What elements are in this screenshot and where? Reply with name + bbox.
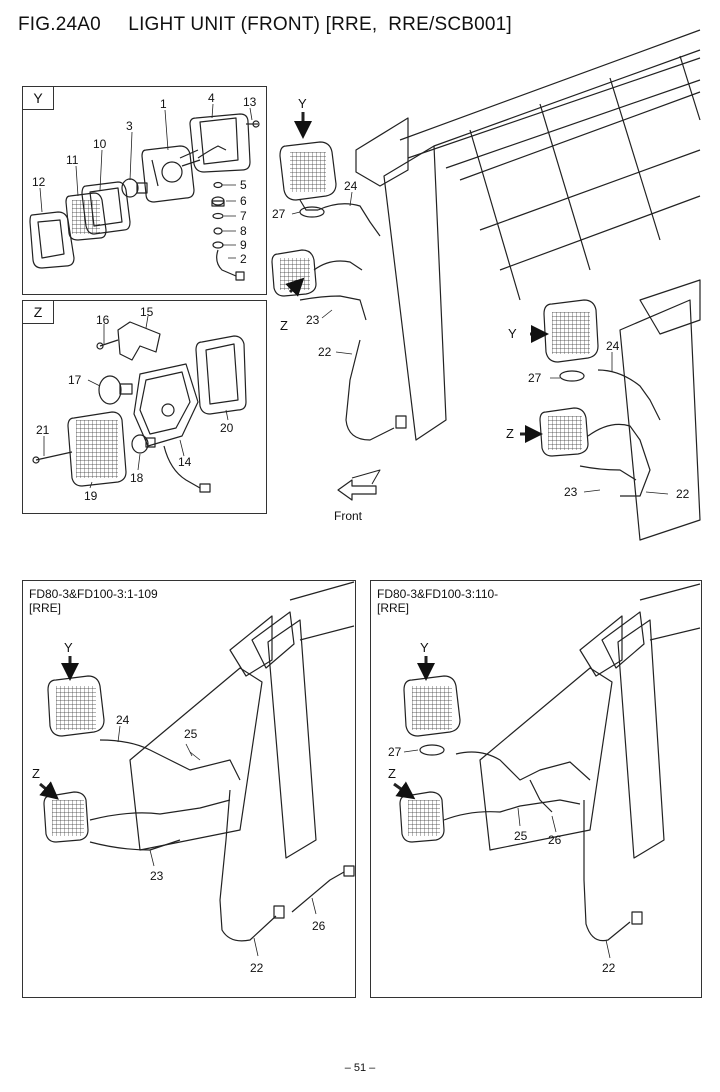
main-labels: Y 24 27 Z 23 22 Front bbox=[272, 96, 363, 523]
variant-label-right: FD80-3&FD100-3:110-[RRE] bbox=[377, 587, 498, 615]
label-10: 10 bbox=[93, 137, 107, 151]
label-pl-y: Y bbox=[64, 640, 73, 655]
label-1: 1 bbox=[160, 97, 167, 111]
label-14: 14 bbox=[178, 455, 192, 469]
label-20: 20 bbox=[220, 421, 234, 435]
label-12: 12 bbox=[32, 175, 46, 189]
label-main-27: 27 bbox=[272, 207, 286, 221]
panel-right-labels: Y 27 Z 25 26 22 bbox=[388, 640, 616, 975]
label-17: 17 bbox=[68, 373, 82, 387]
label-5: 5 bbox=[240, 178, 247, 192]
label-pl-23: 23 bbox=[150, 869, 164, 883]
right-panel-assembly bbox=[393, 583, 701, 959]
label-side-y: Y bbox=[508, 326, 517, 341]
exploded-lamp-y bbox=[29, 103, 260, 281]
label-pl-z: Z bbox=[32, 766, 40, 781]
label-7: 7 bbox=[240, 209, 247, 223]
page-number: – 51 – bbox=[344, 1062, 376, 1074]
label-pl-24: 24 bbox=[116, 713, 130, 727]
label-side-24: 24 bbox=[606, 339, 620, 353]
label-15: 15 bbox=[140, 305, 154, 319]
figure-title: FIG.24A0 LIGHT UNIT (FRONT) [RRE, RRE/SC… bbox=[18, 14, 512, 35]
box-z-labels: 15 16 17 21 19 18 14 20 bbox=[36, 305, 234, 503]
front-label: Front bbox=[334, 509, 363, 523]
main-assembly bbox=[271, 29, 701, 541]
label-8: 8 bbox=[240, 224, 247, 238]
label-main-23: 23 bbox=[306, 313, 320, 327]
label-pl-26: 26 bbox=[312, 919, 326, 933]
label-main-z: Z bbox=[280, 318, 288, 333]
label-16: 16 bbox=[96, 313, 110, 327]
label-main-y: Y bbox=[298, 96, 307, 111]
variant-sub-right: [RRE] bbox=[377, 601, 410, 615]
label-9: 9 bbox=[240, 238, 247, 252]
label-4: 4 bbox=[208, 91, 215, 105]
label-6: 6 bbox=[240, 194, 247, 208]
variant-panel-left: FD80-3&FD100-3:1-109[RRE] bbox=[22, 580, 356, 998]
label-pr-22: 22 bbox=[602, 961, 616, 975]
variant-code-right: FD80-3&FD100-3:110- bbox=[377, 587, 499, 601]
detail-box-z-tag: Z bbox=[23, 301, 54, 324]
box-y-labels: 1 4 13 3 10 11 12 5 6 7 8 9 2 bbox=[32, 91, 257, 266]
label-pr-26: 26 bbox=[548, 833, 562, 847]
label-13: 13 bbox=[243, 95, 257, 109]
panel-left-labels: Y 24 25 Z 23 26 22 bbox=[32, 640, 326, 975]
variant-panel-right: FD80-3&FD100-3:110-[RRE] bbox=[370, 580, 702, 998]
label-pr-25: 25 bbox=[514, 829, 528, 843]
left-panel-assembly bbox=[39, 581, 355, 957]
variant-code-left: FD80-3&FD100-3:1-109 bbox=[29, 587, 158, 601]
label-side-22: 22 bbox=[676, 487, 690, 501]
label-18: 18 bbox=[130, 471, 144, 485]
label-side-27: 27 bbox=[528, 371, 542, 385]
label-side-23: 23 bbox=[564, 485, 578, 499]
label-pl-22: 22 bbox=[250, 961, 264, 975]
label-main-22: 22 bbox=[318, 345, 332, 359]
side-labels: Y 24 27 Z 23 22 bbox=[506, 326, 690, 501]
label-pr-y: Y bbox=[420, 640, 429, 655]
variant-label-left: FD80-3&FD100-3:1-109[RRE] bbox=[29, 587, 158, 615]
label-pr-z: Z bbox=[388, 766, 396, 781]
label-2: 2 bbox=[240, 252, 247, 266]
label-3: 3 bbox=[126, 119, 133, 133]
exploded-lamp-z bbox=[32, 315, 247, 493]
label-main-24: 24 bbox=[344, 179, 358, 193]
label-pr-27: 27 bbox=[388, 745, 402, 759]
detail-box-y: Y bbox=[22, 86, 267, 295]
detail-box-y-tag: Y bbox=[23, 87, 54, 110]
side-assembly bbox=[520, 299, 669, 497]
label-pl-25: 25 bbox=[184, 727, 198, 741]
label-11: 11 bbox=[66, 153, 79, 167]
label-side-z: Z bbox=[506, 426, 514, 441]
detail-box-z: Z bbox=[22, 300, 267, 514]
label-19: 19 bbox=[84, 489, 98, 503]
variant-sub-left: [RRE] bbox=[29, 601, 62, 615]
label-21: 21 bbox=[36, 423, 50, 437]
